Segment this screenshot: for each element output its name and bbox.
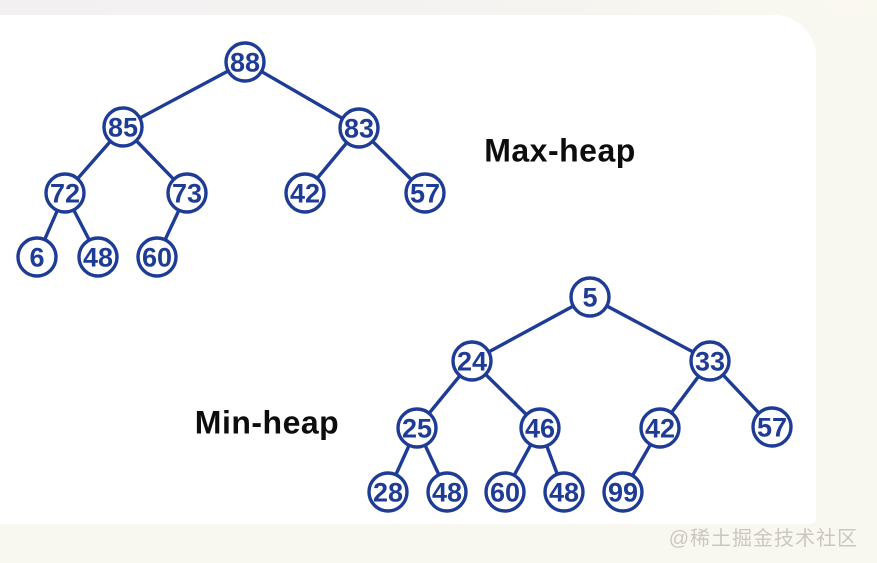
heap-node-circle — [284, 172, 326, 214]
max-heap-label: Max-heap — [484, 132, 636, 169]
heap-node-circle — [543, 471, 585, 513]
heap-node-circle — [404, 172, 446, 214]
heap-node-value: 48 — [432, 478, 462, 508]
heap-node-value: 46 — [525, 414, 555, 444]
page-top-strip — [0, 0, 877, 15]
heap-node-circle — [639, 407, 681, 449]
watermark: @稀土掘金技术社区 — [668, 528, 858, 550]
heap-node-circle — [44, 172, 86, 214]
heap-node-circle — [367, 471, 409, 513]
heap-node-value: 42 — [645, 414, 675, 444]
heap-node-value: 24 — [457, 347, 487, 377]
heap-node-circle — [224, 41, 266, 83]
heap-node-value: 72 — [50, 179, 80, 209]
heap-node-value: 99 — [608, 478, 638, 508]
heap-node-circle — [484, 471, 526, 513]
heap-node-value: 33 — [695, 347, 725, 377]
heap-node-value: 60 — [490, 478, 520, 508]
heap-edge — [588, 295, 712, 363]
heap-node-circle — [689, 340, 731, 382]
heap-node-value: 85 — [108, 113, 138, 143]
heap-node-circle — [166, 172, 208, 214]
heap-node-circle — [136, 236, 178, 278]
heap-node-value: 83 — [344, 114, 374, 144]
heap-node-circle — [602, 471, 644, 513]
heap-node-circle — [426, 471, 468, 513]
heap-node-circle — [16, 236, 58, 278]
heap-node-circle — [396, 407, 438, 449]
heap-edge — [470, 295, 592, 363]
heap-node-value: 88 — [230, 48, 260, 78]
heap-node-value: 57 — [410, 179, 440, 209]
heap-node-circle — [451, 340, 493, 382]
min-heap-label: Min-heap — [194, 404, 340, 441]
heap-node-value: 42 — [290, 179, 320, 209]
heap-edge — [121, 60, 247, 129]
heap-node-value: 6 — [29, 243, 44, 273]
heap-node-value: 48 — [83, 243, 113, 273]
heap-node-circle — [77, 236, 119, 278]
heap-node-value: 48 — [549, 478, 579, 508]
heap-node-circle — [569, 276, 611, 318]
heap-node-value: 73 — [172, 179, 202, 209]
heap-edge — [243, 60, 361, 130]
heap-node-circle — [751, 406, 793, 448]
heap-node-value: 57 — [757, 413, 787, 443]
heap-node-circle — [338, 107, 380, 149]
heap-node-circle — [519, 407, 561, 449]
heap-node-circle — [102, 106, 144, 148]
heap-node-value: 60 — [142, 243, 172, 273]
heap-node-value: 28 — [373, 478, 403, 508]
heap-node-value: 5 — [582, 283, 597, 313]
heap-node-value: 25 — [402, 414, 432, 444]
